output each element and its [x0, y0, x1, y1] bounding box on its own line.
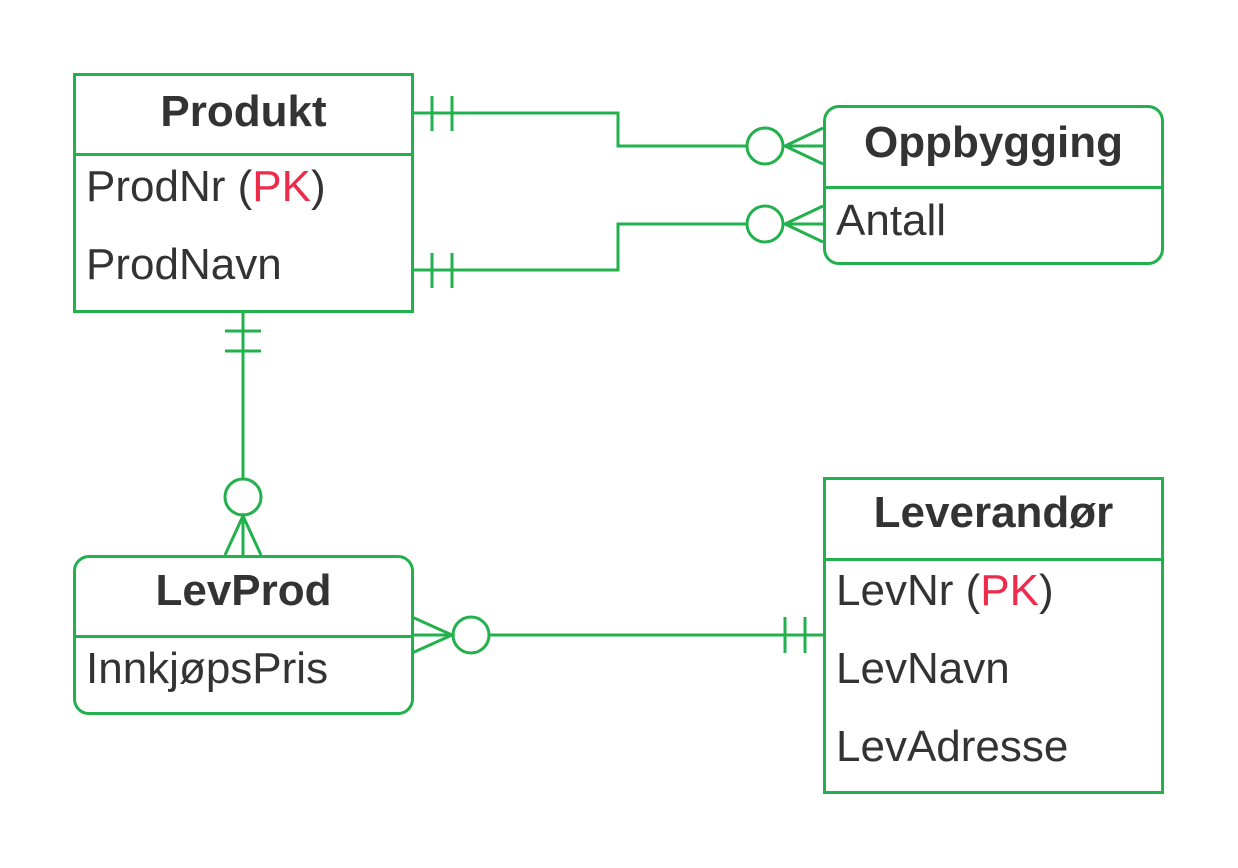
entity-oppbygging[interactable]: Oppbygging Antall — [823, 105, 1164, 265]
zero-mark — [745, 204, 785, 244]
entity-produkt[interactable]: Produkt ProdNr (PK) ProdNavn — [73, 73, 414, 313]
zero-mark — [223, 477, 263, 517]
pk-label: PK — [980, 566, 1039, 615]
attribute-levadresse: LevAdresse — [836, 722, 1069, 771]
attribute-name: ProdNr — [86, 162, 226, 211]
many-mark — [411, 615, 456, 655]
relation-produkt-oppbygging-1 — [412, 111, 746, 148]
pk-label: PK — [252, 162, 311, 211]
zero-mark — [451, 615, 491, 655]
entity-title: Produkt — [76, 76, 411, 156]
attribute-levnavn: LevNavn — [836, 644, 1010, 693]
attribute-name: LevNr — [836, 566, 954, 615]
many-mark — [781, 204, 824, 244]
attribute-prodnavn: ProdNavn — [86, 240, 282, 289]
attribute-innkjopspris: InnkjøpsPris — [86, 644, 329, 693]
entity-title: Leverandør — [826, 480, 1161, 561]
attribute-levnr: LevNr (PK) — [836, 566, 1054, 615]
entity-leverandor[interactable]: Leverandør LevNr (PK) LevNavn LevAdresse — [823, 477, 1164, 794]
many-mark — [781, 126, 824, 166]
attribute-prodnr: ProdNr (PK) — [86, 162, 326, 211]
attribute-antall: Antall — [836, 196, 947, 245]
zero-mark — [745, 126, 785, 166]
relation-produkt-oppbygging-2 — [412, 222, 746, 272]
entity-title: Oppbygging — [826, 108, 1161, 189]
many-mark — [223, 512, 263, 556]
entity-levprod[interactable]: LevProd InnkjøpsPris — [73, 555, 414, 715]
entity-title: LevProd — [76, 558, 411, 638]
